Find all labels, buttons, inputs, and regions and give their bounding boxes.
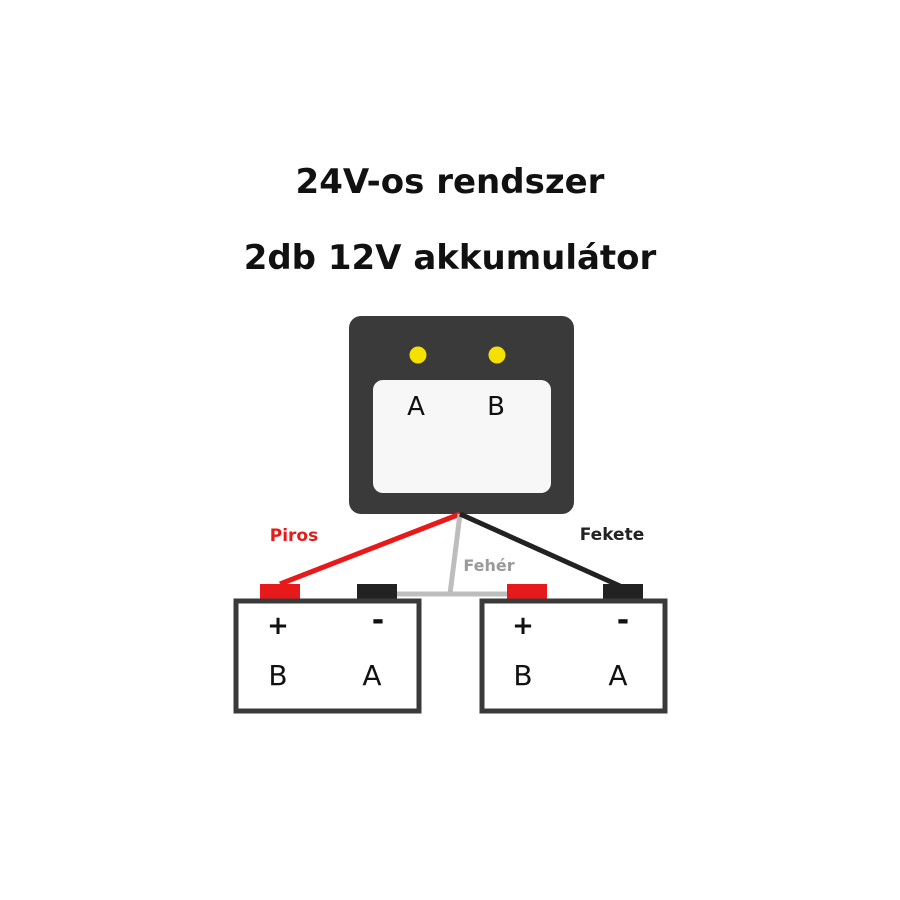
battery-1: + - B A	[233, 584, 422, 714]
led-b-icon	[488, 346, 506, 364]
white-wire-label: Fehér	[463, 556, 514, 575]
battery-1-minus-terminal	[357, 584, 397, 601]
battery-1-plus-terminal	[260, 584, 300, 601]
battery-1-label-b: B	[268, 659, 287, 692]
diagram-title: 24V-os rendszer	[295, 162, 605, 202]
battery-1-plus-sign: +	[267, 611, 289, 641]
red-wire	[279, 511, 461, 587]
battery-1-label-a: A	[362, 659, 381, 692]
battery-2-body	[479, 598, 668, 714]
led-a-icon	[409, 346, 427, 364]
device-label-a: A	[407, 392, 425, 422]
battery-2-plus-sign: +	[512, 611, 534, 641]
battery-2-plus-terminal	[507, 584, 547, 601]
white-wire	[375, 513, 463, 597]
battery-2-label-a: A	[608, 659, 627, 692]
device-label-b: B	[487, 392, 505, 422]
battery-2-minus-terminal	[603, 584, 643, 601]
red-wire-label: Piros	[270, 526, 318, 546]
battery-2-label-b: B	[513, 659, 532, 692]
battery-2-minus-sign: -	[617, 603, 629, 638]
battery-2: + - B A	[479, 584, 668, 714]
black-wire-label: Fekete	[580, 525, 645, 545]
balancer-device: A B	[349, 316, 574, 514]
black-wire	[458, 511, 622, 589]
diagram-subtitle: 2db 12V akkumulátor	[243, 238, 657, 278]
device-label-panel	[373, 380, 551, 493]
battery-1-minus-sign: -	[372, 603, 384, 638]
battery-1-body	[233, 598, 422, 714]
